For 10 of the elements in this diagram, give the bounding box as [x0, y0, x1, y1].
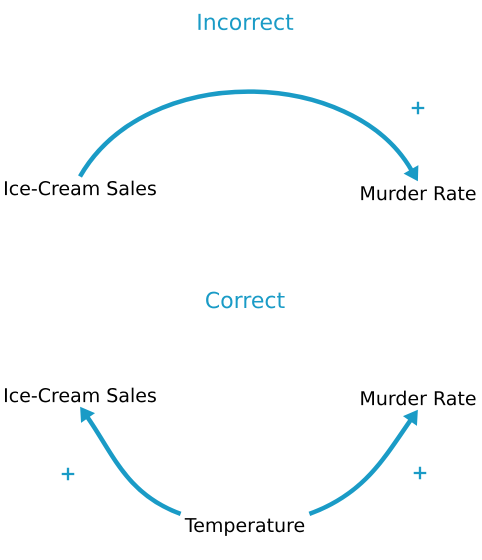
variable-label: Murder Rate: [361, 186, 476, 200]
heading: Incorrect: [198, 14, 294, 30]
polarity-sign: +: [62, 468, 74, 480]
variable-label: Ice-Cream Sales: [5, 180, 156, 196]
heading: Correct: [206, 292, 285, 308]
variable-label: Ice-Cream Sales: [5, 388, 156, 402]
variable-label: Murder Rate: [361, 390, 476, 406]
variable-label: Temperature: [184, 518, 304, 536]
polarity-sign: +: [414, 466, 426, 480]
polarity-sign: +: [412, 102, 424, 114]
